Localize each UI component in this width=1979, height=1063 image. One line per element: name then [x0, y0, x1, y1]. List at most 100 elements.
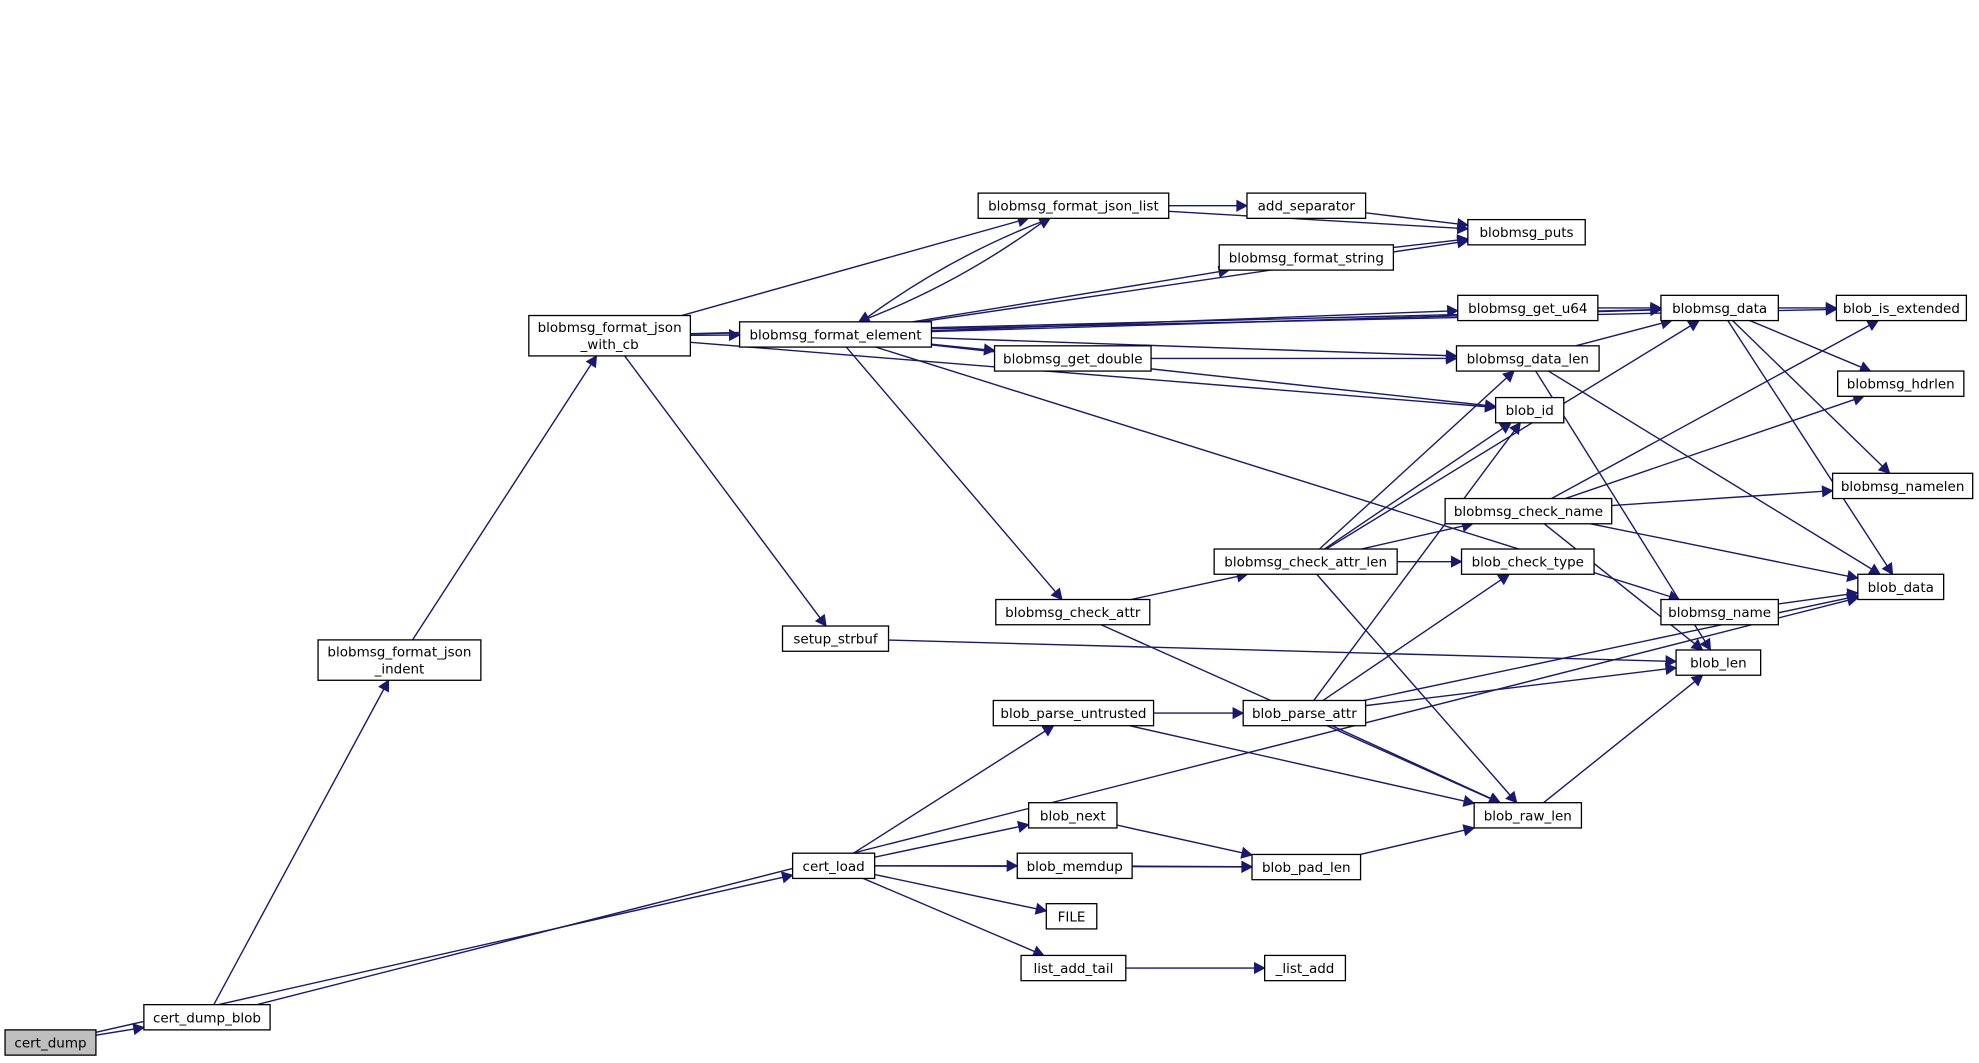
edge-line [1361, 525, 1464, 550]
node-blob-id[interactable]: blob_id [1494, 396, 1565, 424]
edge-line [845, 346, 1056, 593]
node-label: cert_dump_blob [153, 1010, 261, 1026]
node-setup-strbuf[interactable]: setup_strbuf [781, 625, 890, 652]
node-get-double[interactable]: blobmsg_get_double [993, 345, 1152, 372]
node-cert-dump-blob[interactable]: cert_dump_blob [143, 1003, 271, 1031]
edge-line [1749, 319, 1862, 368]
edge-blob_parse_attr-to-blob_check_type [1322, 573, 1511, 702]
node-blob-data[interactable]: blob_data [1857, 573, 1945, 601]
arrowhead [1462, 794, 1476, 807]
node-json-with-cb[interactable]: blobmsg_format_json_with_cb [528, 314, 692, 357]
edge-line [931, 310, 1448, 332]
edge-json_list-to-add_separator [1168, 199, 1249, 212]
node-json-list[interactable]: blobmsg_format_json_list [977, 192, 1170, 219]
node-label: blobmsg_check_attr_len [1224, 555, 1387, 571]
arrowhead [1050, 587, 1063, 601]
node-label: _with_cb [580, 337, 639, 353]
edge-blob_parse_attr-to-blob_len [1365, 662, 1678, 707]
node-add-separator[interactable]: add_separator [1246, 192, 1367, 219]
node-blobmsg-data-len[interactable]: blobmsg_data_len [1455, 345, 1600, 372]
node-format-element[interactable]: blobmsg_format_element [738, 321, 933, 348]
node-blob-raw-len[interactable]: blob_raw_len [1473, 802, 1583, 829]
node-blobmsg-name[interactable]: blobmsg_name [1660, 598, 1779, 626]
edge-line [1543, 523, 1696, 645]
arrowhead [1846, 592, 1859, 605]
node-box [1460, 548, 1595, 575]
node-list-add-tail[interactable]: list_add_tail [1020, 954, 1127, 982]
node-format-string[interactable]: blobmsg_format_string [1218, 244, 1395, 271]
arrowhead [1665, 655, 1678, 668]
node-json-indent[interactable]: blobmsg_format_json_indent [317, 639, 482, 681]
node-blobmsg-data[interactable]: blobmsg_data [1660, 294, 1779, 322]
node-blobmsg-puts[interactable]: blobmsg_puts [1467, 218, 1586, 246]
edge-cert_dump-to-cert_dump_blob [95, 1023, 145, 1036]
arrowhead [378, 679, 390, 693]
node-box [738, 321, 933, 348]
edge-get_double-to-blobmsg_data_len [1151, 352, 1458, 365]
arrowhead [1881, 562, 1894, 576]
node-blob-len[interactable]: blob_len [1675, 649, 1762, 676]
edge-line [1393, 239, 1458, 249]
edge-line [1575, 322, 1663, 347]
node-blob-pad-len[interactable]: blob_pad_len [1251, 853, 1362, 881]
arrowhead [1240, 846, 1254, 859]
node-cert-load[interactable]: cert_load [791, 852, 876, 880]
node-label: blobmsg_name [1668, 605, 1771, 621]
arrowhead [1821, 485, 1834, 498]
node-blob-next[interactable]: blob_next [1027, 802, 1118, 829]
edge-cert_dump_blob-to-blob_data [256, 594, 1859, 1006]
edge-line [1322, 579, 1502, 702]
node-label: blob_len [1690, 656, 1747, 672]
node-box [977, 192, 1170, 219]
node-cert-dump[interactable]: cert_dump [4, 1029, 97, 1056]
node-box [143, 1003, 271, 1031]
edge-check_attr_len-to-check_name [1361, 520, 1474, 550]
node-box [1263, 954, 1347, 982]
edge-check_attr_len-to-blob_id [1323, 422, 1512, 550]
edge-blobmsg_data_len-to-blobmsg_data [1575, 317, 1673, 347]
node-blob-is-extended[interactable]: blob_is_extended [1835, 294, 1968, 322]
node-blob-parse-attr[interactable]: blob_parse_attr [1242, 699, 1367, 727]
arrowhead [1034, 902, 1048, 915]
node-label: blobmsg_format_json [538, 320, 682, 336]
edge-line [931, 343, 985, 351]
node-FILE[interactable]: FILE [1045, 903, 1098, 930]
edge-line [1778, 593, 1848, 605]
node-blobmsg-namelen[interactable]: blobmsg_namelen [1831, 472, 1974, 500]
edge-line [1313, 430, 1515, 701]
arrowhead [1456, 217, 1469, 230]
edge-line [1129, 725, 1465, 802]
edge-line [1543, 681, 1696, 804]
node-parse-untrusted[interactable]: blob_parse_untrusted [992, 699, 1155, 727]
node--list-add[interactable]: _list_add [1263, 954, 1347, 982]
arrowhead [1456, 234, 1469, 247]
edge-check_attr_len-to-blobmsg_data_len [1318, 370, 1515, 550]
arrowhead [1867, 563, 1882, 575]
node-label: blob_data [1868, 580, 1934, 596]
edge-cert_load-to-parse_untrusted [853, 725, 1055, 854]
arrowhead [1877, 461, 1891, 475]
node-get-u64[interactable]: blobmsg_get_u64 [1457, 294, 1599, 322]
arrowhead [1446, 304, 1459, 318]
node-label: blobmsg_format_json_list [988, 199, 1159, 215]
node-box [1027, 802, 1118, 829]
node-box [4, 1029, 97, 1056]
node-blobmsg-hdrlen[interactable]: blobmsg_hdrlen [1836, 370, 1965, 397]
node-box [1831, 472, 1974, 500]
edge-line [874, 873, 1037, 910]
node-blob-memdup[interactable]: blob_memdup [1016, 852, 1133, 880]
edge-add_separator-to-blobmsg_puts [1365, 212, 1469, 230]
edge-line [1130, 575, 1238, 601]
node-box [1675, 649, 1762, 676]
node-label: blob_next [1040, 808, 1106, 824]
node-blob-check-type[interactable]: blob_check_type [1460, 548, 1595, 575]
node-check-attr[interactable]: blobmsg_check_attr [995, 598, 1151, 626]
edge-blobmsg_data-to-blobmsg_namelen [1732, 320, 1891, 475]
node-label: blob_raw_len [1484, 808, 1572, 824]
node-label: cert_load [803, 859, 865, 875]
node-check-name[interactable]: blobmsg_check_name [1444, 497, 1613, 525]
arrowhead [1690, 638, 1704, 651]
node-check-attr-len[interactable]: blobmsg_check_attr_len [1213, 548, 1398, 575]
node-label: blob_parse_attr [1252, 706, 1357, 722]
